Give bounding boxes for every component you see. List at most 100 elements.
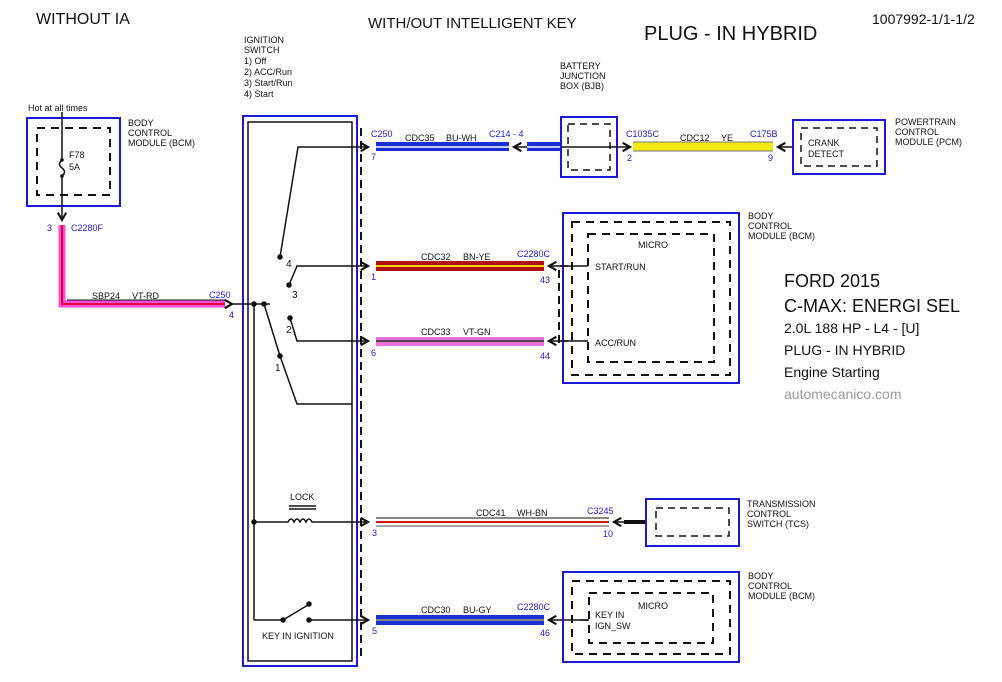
header-main-title: PLUG - IN HYBRID: [644, 23, 817, 45]
pin-label: 3: [372, 528, 377, 538]
fuse-rating: 5A: [69, 162, 80, 172]
svg-text:BODY: BODY: [128, 118, 154, 128]
bcm-micro-2-label: BODY CONTROL MODULE (BCM): [748, 571, 815, 601]
pin-label: 44: [540, 351, 550, 361]
svg-text:CONTROL: CONTROL: [128, 128, 172, 138]
wire-color-label: BU-GY: [463, 605, 492, 615]
signal-ign-sw: IGN_SW: [595, 621, 631, 631]
wire-color-label: BN-YE: [463, 252, 491, 262]
wire-color-label: VT-RD: [132, 291, 160, 301]
key-in-ignition-switch-icon: [254, 601, 368, 622]
svg-text:SWITCH (TCS): SWITCH (TCS): [747, 519, 809, 529]
svg-text:2) ACC/Run: 2) ACC/Run: [244, 67, 292, 77]
bcm-micro-module-2: [562, 571, 740, 663]
pin-label: 10: [603, 529, 613, 539]
lock-label: LOCK: [290, 492, 315, 502]
pin-label: 3: [47, 223, 52, 233]
wire-circuit-label: CDC41: [476, 508, 506, 518]
signal-start-run: START/RUN: [595, 262, 646, 272]
wire-color-label: YE: [721, 133, 733, 143]
connector-label: C2280C: [517, 602, 551, 612]
connector-label: C250: [209, 290, 231, 300]
svg-text:3) Start/Run: 3) Start/Run: [244, 78, 293, 88]
wire-cdc35: [376, 142, 562, 151]
bjb-module: [560, 116, 630, 178]
pin-label: 4: [229, 310, 234, 320]
svg-text:BODY: BODY: [748, 571, 774, 581]
tcs-label: TRANSMISSION CONTROL SWITCH (TCS): [747, 499, 816, 529]
pcm-module: [792, 119, 886, 175]
pin-label: 2: [627, 153, 632, 163]
svg-text:MODULE (BCM): MODULE (BCM): [128, 138, 195, 148]
wire-circuit-label: CDC32: [421, 252, 451, 262]
wire-color-label: VT-GN: [463, 327, 491, 337]
svg-text:SWITCH: SWITCH: [244, 45, 280, 55]
svg-text:IGNITION: IGNITION: [244, 35, 284, 45]
svg-text:C-MAX: ENERGI SEL: C-MAX: ENERGI SEL: [784, 296, 960, 316]
wire-circuit-label: CDC30: [421, 605, 451, 615]
wire-cdc12: [633, 141, 793, 151]
lock-solenoid-icon: [251, 505, 368, 524]
wire-circuit-label: CDC12: [680, 133, 710, 143]
svg-text:1) Off: 1) Off: [244, 56, 267, 66]
svg-text:MODULE (PCM): MODULE (PCM): [895, 137, 962, 147]
wire-sbp24: [58, 225, 225, 308]
bcm-micro-module-1: [558, 212, 740, 384]
svg-text:FORD 2015: FORD 2015: [784, 271, 880, 291]
c214-label: C214 - 4: [489, 129, 524, 139]
bjb-label: BATTERY JUNCTION BOX (BJB): [560, 61, 606, 91]
bcm-fuse-module: [26, 112, 121, 220]
svg-text:BODY: BODY: [748, 211, 774, 221]
header-center-title: WITH/OUT INTELLIGENT KEY: [368, 15, 577, 32]
svg-text:JUNCTION: JUNCTION: [560, 71, 606, 81]
pin-label: 9: [768, 153, 773, 163]
micro-label: MICRO: [638, 601, 668, 611]
svg-text:CONTROL: CONTROL: [748, 581, 792, 591]
svg-text:POWERTRAIN: POWERTRAIN: [895, 117, 956, 127]
connector-label: C250: [371, 129, 393, 139]
switch-position-3: 3: [292, 290, 298, 301]
svg-text:2.0L 188 HP - L4 - [U]: 2.0L 188 HP - L4 - [U]: [784, 320, 919, 336]
pin-label: 7: [371, 152, 376, 162]
fuse-name: F78: [69, 150, 85, 160]
ignition-switch-contacts: [232, 147, 368, 620]
svg-text:BATTERY: BATTERY: [560, 61, 601, 71]
svg-text:MODULE (BCM): MODULE (BCM): [748, 591, 815, 601]
svg-text:PLUG - IN HYBRID: PLUG - IN HYBRID: [784, 342, 905, 358]
connector-label: C1035C: [626, 129, 660, 139]
vehicle-info-block: FORD 2015 C-MAX: ENERGI SEL 2.0L 188 HP …: [784, 271, 960, 402]
hot-at-all-times-label: Hot at all times: [28, 103, 88, 113]
pin-label: 5: [372, 626, 377, 636]
pin-label: 6: [371, 348, 376, 358]
svg-text:TRANSMISSION: TRANSMISSION: [747, 499, 816, 509]
switch-position-4: 4: [286, 259, 292, 270]
pcm-inner-label: CRANK: [808, 138, 840, 148]
ignition-switch-box: [242, 115, 362, 667]
fuse-icon: [58, 159, 66, 177]
svg-text:4) Start: 4) Start: [244, 89, 274, 99]
watermark: automecanico.com: [784, 386, 902, 402]
header-left-title: WITHOUT IA: [36, 11, 130, 28]
micro-label: MICRO: [638, 240, 668, 250]
svg-text:Engine Starting: Engine Starting: [784, 364, 880, 380]
bcm-micro-1-label: BODY CONTROL MODULE (BCM): [748, 211, 815, 241]
connector-label: C175B: [750, 129, 778, 139]
switch-position-2: 2: [286, 325, 292, 336]
wire-circuit-label: CDC35: [405, 133, 435, 143]
wire-circuit-label: CDC33: [421, 327, 451, 337]
switch-position-1: 1: [275, 363, 281, 374]
tcs-module: [645, 498, 740, 547]
pin-label: 46: [540, 628, 550, 638]
pin-label: 43: [540, 275, 550, 285]
svg-text:CONTROL: CONTROL: [747, 509, 791, 519]
connector-label: C3245: [587, 506, 614, 516]
wire-cdc41: [376, 518, 646, 526]
connector-label: C2280F: [71, 223, 104, 233]
signal-key-in: KEY IN: [595, 610, 624, 620]
wire-cdc32: [376, 261, 568, 271]
wire-color-label: BU-WH: [446, 133, 477, 143]
doc-id: 1007992-1/1-1/2: [872, 11, 975, 27]
svg-text:BOX (BJB): BOX (BJB): [560, 81, 604, 91]
svg-text:CONTROL: CONTROL: [895, 127, 939, 137]
key-in-ignition-label: KEY IN IGNITION: [262, 631, 334, 641]
